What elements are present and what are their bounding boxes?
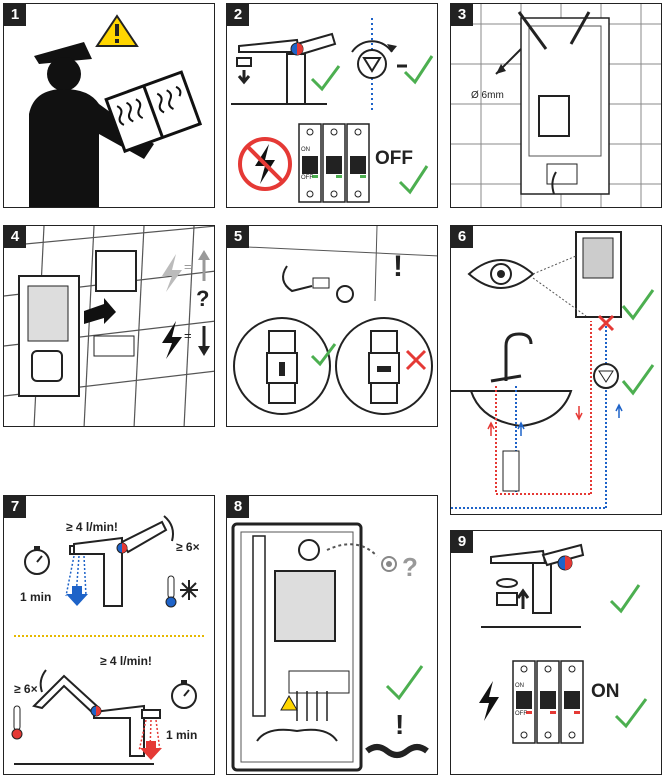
warning-icon	[95, 14, 139, 47]
step-number: 6	[451, 226, 473, 248]
checkmark-icon	[621, 289, 655, 321]
internal-unit-illustration: ? !	[231, 522, 429, 772]
step-2-panel: 2	[226, 3, 438, 208]
switch-off-label: OFF	[515, 711, 527, 717]
step-4-panel: 4 = ? =	[3, 225, 215, 427]
on-label: ON	[591, 681, 620, 702]
flow-rate-top: ≥ 4 l/min!	[66, 520, 118, 534]
repeat-count-top: ≥ 6×	[176, 540, 200, 554]
switch-on-label: ON	[301, 147, 310, 153]
lightning-icon	[479, 681, 499, 721]
eye-icon	[467, 259, 535, 289]
checkmark-icon	[310, 65, 341, 92]
valve-check-illustration: !	[227, 226, 437, 415]
repeat-count-bottom: ≥ 6×	[14, 682, 38, 696]
checkmark-icon	[621, 364, 655, 396]
checkmark-icon	[385, 665, 424, 701]
question-icon: ?	[402, 552, 418, 582]
snowflake-icon	[180, 580, 198, 600]
step-5-panel: 5 !	[226, 225, 438, 427]
cross-icon	[597, 314, 615, 332]
step-number: 7	[4, 496, 26, 518]
step-number: 5	[227, 226, 249, 248]
off-label: OFF	[375, 148, 413, 169]
step-8-panel: 8 ? !	[226, 495, 438, 775]
checkmark-icon	[403, 55, 434, 85]
warning-icon	[280, 694, 298, 711]
checkmark-icon	[310, 343, 337, 367]
step-7-panel: 7	[3, 495, 215, 775]
switch-on-label: ON	[515, 683, 524, 689]
step-9-panel: 9 ON OFF ON	[450, 530, 662, 775]
exclamation-icon: !	[395, 709, 404, 740]
step-number: 9	[451, 531, 473, 553]
step-number: 3	[451, 4, 473, 26]
checkmark-icon	[614, 698, 648, 729]
svg-text:=: =	[184, 328, 192, 343]
checkmark-icon	[398, 165, 429, 195]
stopwatch-icon	[24, 546, 50, 575]
mount-unit-illustration: = ? =	[4, 226, 214, 426]
thermometer-icon	[165, 575, 177, 608]
duration-top: 1 min	[20, 590, 52, 604]
switch-on-illustration	[479, 543, 648, 744]
flow-rate-bottom: ≥ 4 l/min!	[100, 654, 152, 668]
step-3-panel: 3 Ø 6mm	[450, 3, 662, 208]
cross-icon	[405, 349, 427, 371]
step-number: 1	[4, 4, 26, 26]
svg-text:=: =	[184, 259, 192, 274]
step-number: 4	[4, 226, 26, 248]
lightning-icon	[238, 137, 292, 191]
thermometer-icon	[11, 705, 23, 740]
pipe-connection-illustration	[451, 231, 655, 509]
checkmark-icon	[609, 584, 641, 614]
diameter-label: Ø 6mm	[471, 90, 504, 101]
wall-mounting-illustration	[451, 4, 661, 207]
duration-bottom: 1 min	[166, 728, 198, 742]
step-number: 2	[227, 4, 249, 26]
shut-off-illustration	[231, 18, 434, 203]
question-icon: ?	[196, 286, 209, 311]
step-6-panel: 6	[450, 225, 662, 515]
switch-off-label: OFF	[301, 175, 313, 181]
step-number: 8	[227, 496, 249, 518]
exclamation-icon: !	[393, 250, 403, 283]
flush-illustration	[11, 515, 204, 765]
step-1-panel: 1	[3, 3, 215, 208]
stopwatch-icon	[171, 680, 197, 709]
read-manual-illustration	[29, 14, 203, 207]
